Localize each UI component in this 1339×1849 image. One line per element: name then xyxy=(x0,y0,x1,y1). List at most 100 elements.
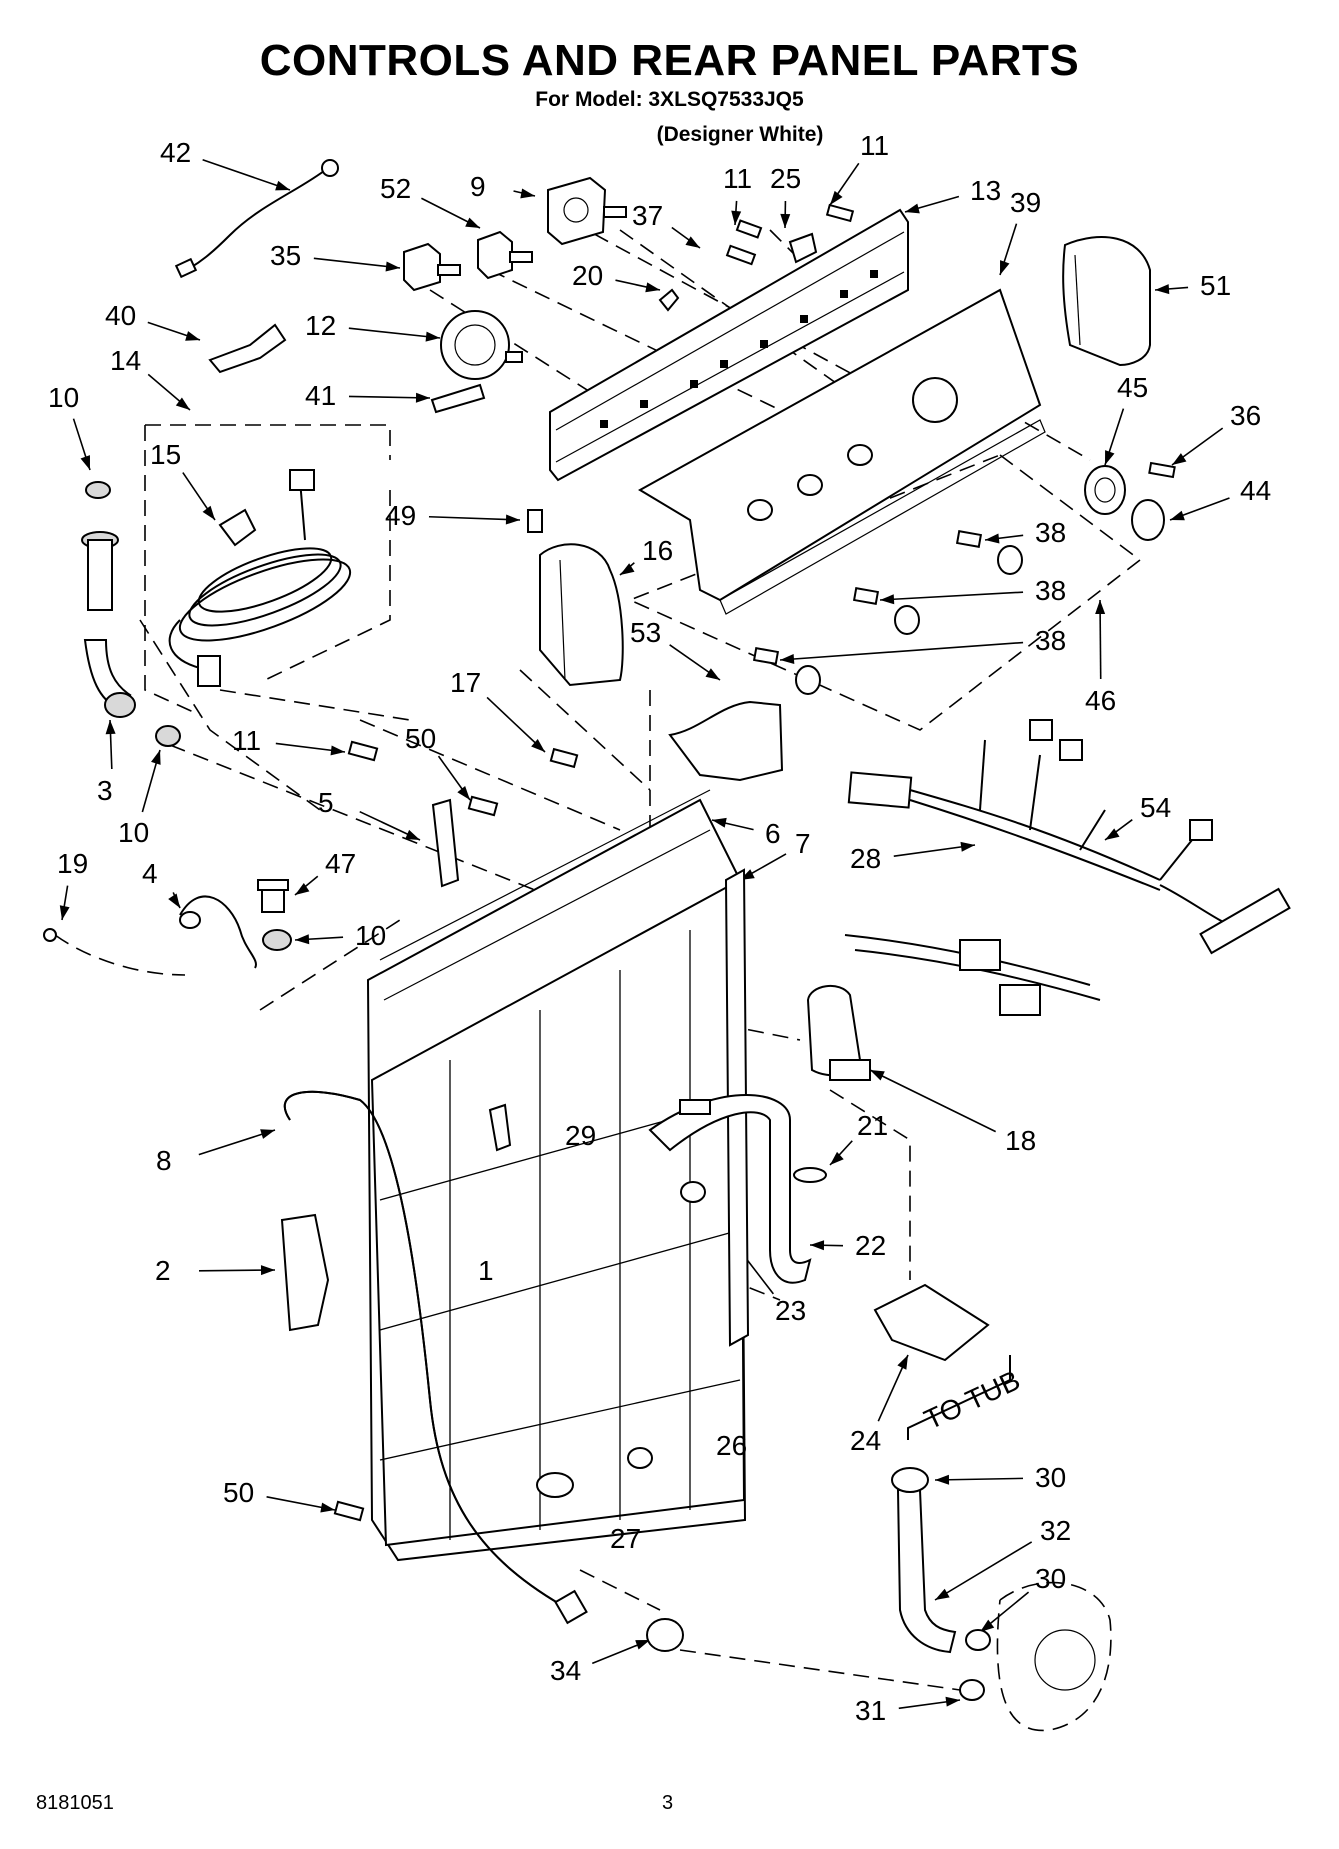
page-title: CONTROLS AND REAR PANEL PARTS xyxy=(259,36,1080,85)
part-41-connector xyxy=(430,383,486,414)
arrow-head xyxy=(935,1588,950,1600)
part-50-screw-bottom xyxy=(333,1500,365,1522)
callout-38: 38 xyxy=(1035,575,1066,606)
arrow-head xyxy=(870,1070,885,1081)
part-34-clamp xyxy=(646,1618,684,1652)
callout-29: 29 xyxy=(565,1120,596,1151)
leader-line xyxy=(202,159,291,191)
part-16-end-cap xyxy=(539,543,624,687)
callout-46: 46 xyxy=(1085,685,1116,716)
arrow-head xyxy=(415,392,430,403)
arrow-head xyxy=(1095,600,1106,615)
arrow-head xyxy=(1105,450,1115,465)
arrow-head xyxy=(1105,828,1120,840)
arrow-head xyxy=(531,739,545,752)
part-11-screw-right xyxy=(825,203,855,223)
arrow-head xyxy=(945,1696,960,1707)
part-38-knobs xyxy=(752,530,1023,695)
callout-39: 39 xyxy=(1010,187,1041,218)
part-25-bracket xyxy=(788,232,818,264)
part-23-clamp xyxy=(680,1181,706,1203)
arrow-head xyxy=(712,817,727,828)
panel-hole xyxy=(600,420,608,428)
arrow-head xyxy=(1170,510,1185,521)
callout-24: 24 xyxy=(850,1425,881,1456)
panel-hole xyxy=(800,315,808,323)
callout-9: 9 xyxy=(470,171,486,202)
arrow-head xyxy=(830,190,843,205)
callout-38: 38 xyxy=(1035,625,1066,656)
panel-hole xyxy=(690,380,698,388)
arrow-head xyxy=(295,883,310,895)
callout-1: 1 xyxy=(478,1255,494,1286)
part-17-screw xyxy=(549,747,579,769)
part-3-fill-hose xyxy=(81,531,136,718)
callout-50: 50 xyxy=(223,1477,254,1508)
leader-line xyxy=(879,591,1024,601)
part-13-control-panel xyxy=(549,208,909,482)
callout-20: 20 xyxy=(572,260,603,291)
part-14-power-cord-box xyxy=(144,424,391,716)
arrow-head xyxy=(780,213,791,228)
panel-hole xyxy=(870,270,878,278)
arrow-head xyxy=(731,210,742,225)
callout-17: 17 xyxy=(450,667,481,698)
part-36-screw xyxy=(1148,461,1176,479)
callout-38: 38 xyxy=(1035,517,1066,548)
arrow-head xyxy=(810,1240,825,1251)
part-52-switch xyxy=(477,230,533,280)
part-42-ground-wire xyxy=(174,159,339,279)
leader-line xyxy=(869,1069,997,1133)
callout-21: 21 xyxy=(857,1110,888,1141)
callout-30: 30 xyxy=(1035,1563,1066,1594)
part-30-clamps xyxy=(891,1467,991,1651)
callout-15: 15 xyxy=(150,439,181,470)
callout-4: 4 xyxy=(142,858,158,889)
callout-34: 34 xyxy=(550,1655,581,1686)
part-45-knob-skirt xyxy=(1084,465,1126,515)
leader-line xyxy=(779,641,1024,661)
arrow-head xyxy=(405,829,420,840)
arrow-head xyxy=(505,514,520,525)
color-line: (Designer White) xyxy=(656,123,824,146)
callout-10: 10 xyxy=(118,817,149,848)
part-47-fitting xyxy=(257,879,289,913)
arrow-head xyxy=(620,563,635,575)
part-6-rear-panel xyxy=(366,789,747,1562)
part-50-screw-mid xyxy=(467,795,499,817)
callout-11: 11 xyxy=(860,130,889,161)
panel-hole xyxy=(760,340,768,348)
part-4-clamp xyxy=(179,895,257,969)
arrow-head xyxy=(185,331,200,341)
arrow-head xyxy=(385,261,400,272)
callout-28: 28 xyxy=(850,843,881,874)
part-19-wire xyxy=(43,928,186,976)
leader-line xyxy=(348,327,441,339)
part-2-bracket xyxy=(280,1213,330,1332)
to-tub-label: TO TUB xyxy=(919,1364,1024,1435)
arrow-head xyxy=(260,1129,275,1139)
callout-54: 54 xyxy=(1140,792,1171,823)
callout-23: 23 xyxy=(775,1295,806,1326)
arrow-head xyxy=(1155,284,1170,295)
callout-53: 53 xyxy=(630,617,661,648)
callout-51: 51 xyxy=(1200,270,1231,301)
part-5-lever xyxy=(431,798,460,888)
arrow-head xyxy=(645,282,660,293)
part-9-timer xyxy=(547,176,627,246)
callout-49: 49 xyxy=(385,500,416,531)
arrow-head xyxy=(830,1151,844,1165)
arrow-head xyxy=(295,934,310,945)
callout-27: 27 xyxy=(610,1523,641,1554)
callout-2: 2 xyxy=(155,1255,171,1286)
arrow-head xyxy=(465,217,480,228)
callout-14: 14 xyxy=(110,345,141,376)
leader-line xyxy=(934,1477,1024,1481)
model-line: For Model: 3XLSQ7533JQ5 xyxy=(535,88,804,111)
callout-11: 11 xyxy=(723,163,752,194)
arrow-head xyxy=(705,668,720,680)
callout-25: 25 xyxy=(770,163,801,194)
callout-52: 52 xyxy=(380,173,411,204)
part-37-screw xyxy=(725,244,757,266)
